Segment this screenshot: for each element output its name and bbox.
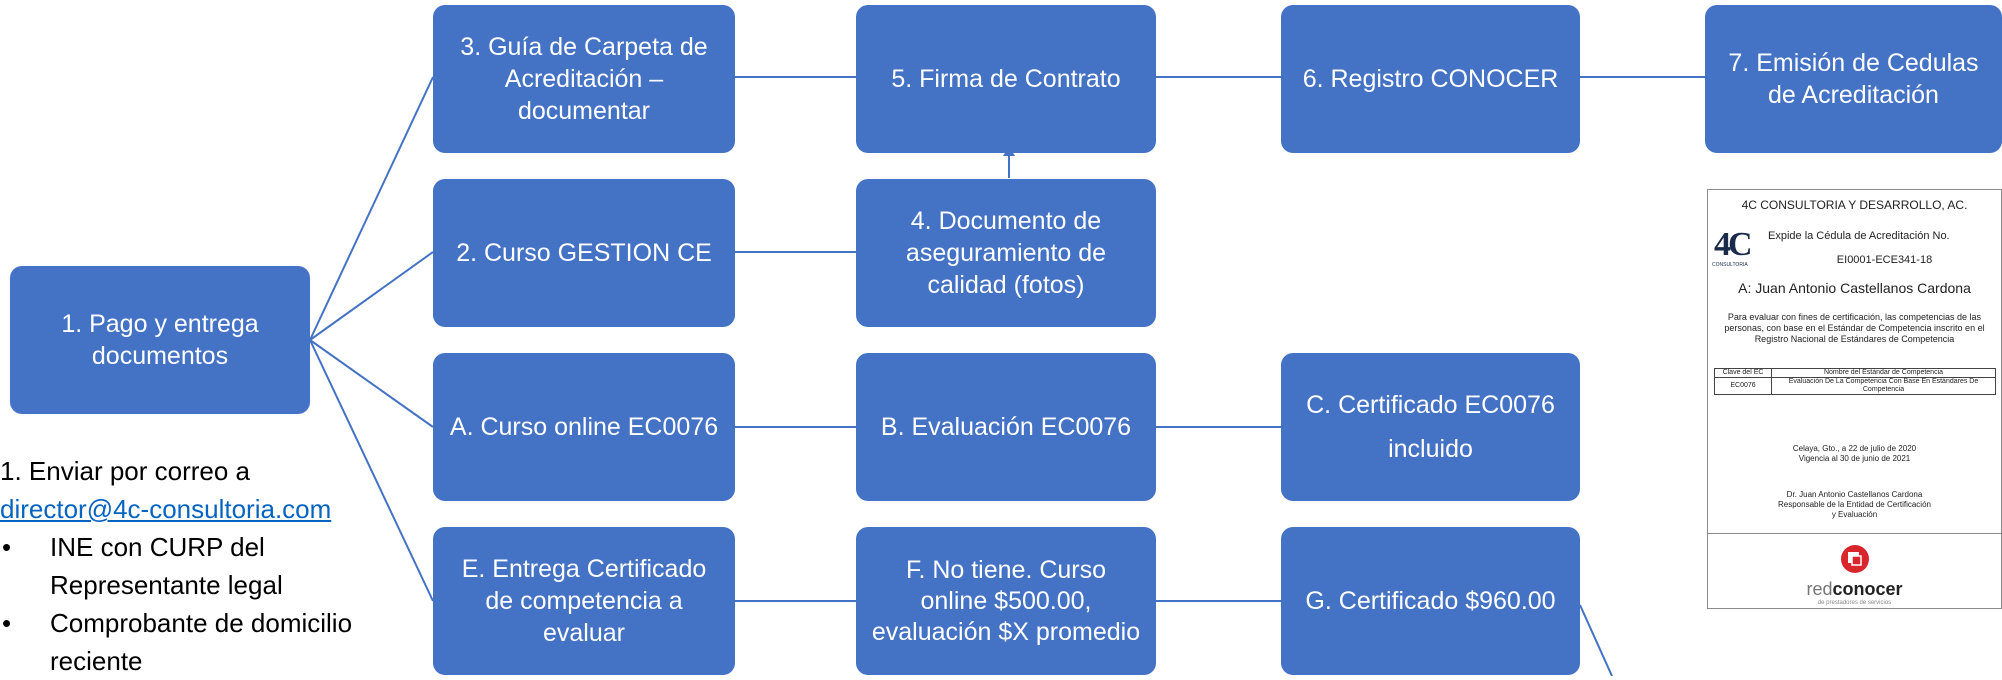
red-conocer-subtitle: de prestadores de servicios [1817,600,1892,606]
table-cell: EC0076 [1714,377,1772,395]
step-7-label: 7. Emisión de Cedulas de Acreditación [1728,49,1979,109]
step-f-label: F. No tiene. Curso online $500.00, evalu… [871,555,1141,646]
connector-1-A [309,339,434,428]
step-b-box: B. Evaluación EC0076 [856,353,1156,501]
step-3-box: 3. Guía de Carpeta de Acreditación – doc… [433,5,735,153]
bullet-icon: • [2,532,12,562]
step-e-box: E. Entrega Certificado de competencia a … [433,527,735,675]
certificate-date-line-2: Vigencia al 30 de junio de 2021 [1798,454,1911,463]
step-a-label: A. Curso online EC0076 [449,413,719,441]
step-6-box: 6. Registro CONOCER [1281,5,1580,153]
red-wordmark-a: red [1806,579,1833,599]
step-7-box: 7. Emisión de Cedulas de Acreditación [1705,5,2002,153]
red-conocer-icon [1840,545,1869,573]
step-4-label: 4. Documento de aseguramiento de calidad… [905,207,1107,299]
company-logo: 4C [1714,226,1753,263]
note-bullet-1-text: INE con CURP del Representante legal [50,532,283,600]
red-conocer-logo: redconocer de prestadores de servicios [1708,544,2001,606]
certificate-paragraph: Para evaluar con fines de certificación,… [1724,312,1985,344]
signatory-line-1: Dr. Juan Antonio Castellanos Cardona [1786,490,1923,499]
step-g-box: G. Certificado $960.00 [1281,527,1580,675]
connector-1-3 [309,76,434,341]
step-1-label: 1. Pago y entrega documentos [61,310,259,370]
certificate-table: Clave del EC Nombre del Estándar de Comp… [1714,368,1996,395]
table-cell: Evaluación De La Competencia Con Base En… [1771,377,1996,395]
email-link[interactable]: director@4c-consultoria.com [0,494,332,524]
step-5-label: 5. Firma de Contrato [891,65,1121,93]
certificate-header: 4C CONSULTORIA Y DESARROLLO, AC. [1741,198,1968,212]
step-c-box: C. Certificado EC0076 incluido [1281,353,1580,501]
step-2-box: 2. Curso GESTION CE [433,179,735,327]
step-2-label: 2. Curso GESTION CE [456,239,712,267]
table-header-cell: Clave del EC [1714,368,1772,378]
certificate-issued: Expide la Cédula de Acreditación No. [1768,230,1950,242]
step-6-label: 6. Registro CONOCER [1302,65,1559,93]
step-a-box: A. Curso online EC0076 [433,353,735,501]
certificate-date: Celaya, Gto., a 22 de julio de 2020 Vige… [1708,444,2001,464]
note-bullet-2: • Comprobante de domicilio reciente [0,604,390,680]
connector-1-E [309,339,434,602]
connector-1-2 [309,251,434,341]
step-3-label: 3. Guía de Carpeta de Acreditación – doc… [460,33,708,125]
red-wordmark-b: conocer [1832,579,1903,599]
table-row: EC0076 Evaluación De La Competencia Con … [1714,377,1996,395]
note-bullet-1: • INE con CURP del Representante legal [0,528,390,604]
step-1-box: 1. Pago y entrega documentos [10,266,310,414]
certificate-divider [1708,533,2001,534]
certificate-recipient: A: Juan Antonio Castellanos Cardona [1738,280,1971,296]
step-5-box: 5. Firma de Contrato [856,5,1156,153]
instructions-notes: 1. Enviar por correo a director@4c-consu… [0,452,390,680]
signatory-line-3: y Evaluación [1831,510,1878,519]
bullet-icon: • [2,608,12,638]
step-4-box: 4. Documento de aseguramiento de calidad… [856,179,1156,327]
step-e-label: E. Entrega Certificado de competencia a … [461,555,707,647]
table-header-cell: Nombre del Estándar de Competencia [1771,368,1996,378]
step-c-label: C. Certificado EC0076 incluido [1306,391,1555,463]
signatory-line-2: Responsable de la Entidad de Certificaci… [1778,500,1931,509]
certificate-date-line-1: Celaya, Gto., a 22 de julio de 2020 [1792,444,1917,453]
step-f-box: F. No tiene. Curso online $500.00, evalu… [856,527,1156,675]
certificate-number: EI0001-ECE341-18 [1836,254,1933,266]
table-header-row: Clave del EC Nombre del Estándar de Comp… [1714,368,1996,378]
red-conocer-wordmark: redconocer [1708,579,2001,600]
note-bullet-2-text: Comprobante de domicilio reciente [50,608,353,676]
accreditation-certificate: 4C CONSULTORIA Y DESARROLLO, AC. 4C CONS… [1707,189,2002,609]
step-g-label: G. Certificado $960.00 [1305,587,1556,615]
notes-line-1: 1. Enviar por correo a [0,456,251,486]
step-b-label: B. Evaluación EC0076 [880,413,1132,441]
connector-G-out [1579,604,1613,676]
certificate-signatory: Dr. Juan Antonio Castellanos Cardona Res… [1708,490,2001,520]
company-logo-sub: CONSULTORIA [1712,262,1748,268]
